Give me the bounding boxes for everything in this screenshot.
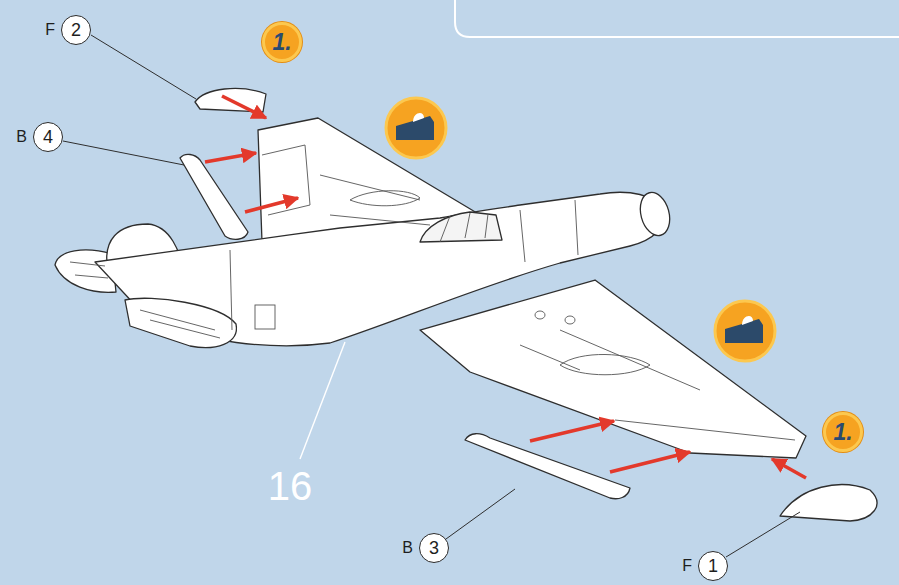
glue-icon: [742, 316, 753, 325]
assembly-arrows: [205, 153, 256, 162]
panel-outline: [455, 0, 899, 37]
panel-lines: [230, 200, 578, 330]
leader-lines: [63, 35, 800, 557]
callout-number: B3: [419, 533, 449, 563]
panel-lines: [255, 305, 275, 329]
panel-lines: [320, 175, 430, 225]
assembly-arrows: [222, 96, 266, 118]
panel-lines: [560, 354, 650, 374]
callout-number: B4: [33, 122, 63, 152]
sprue-letter: B: [402, 540, 413, 556]
glue-icon: [386, 98, 446, 158]
assembly-arrows: [245, 198, 298, 212]
aircraft: [55, 118, 806, 458]
loose-parts: [465, 434, 630, 499]
aircraft: [636, 189, 674, 239]
assembly-arrows: [610, 452, 690, 472]
loose-parts: [180, 154, 248, 239]
step-number: 1.: [272, 31, 291, 54]
assembly-arrows: [205, 96, 806, 478]
glue-icon: [413, 113, 424, 122]
callout-number: F2: [61, 15, 91, 45]
step-badge: 1.: [823, 412, 863, 452]
aircraft: [420, 280, 806, 458]
loose-parts: [180, 88, 877, 521]
aircraft: [420, 212, 502, 242]
part-number: 4: [43, 128, 53, 146]
leader-lines: [91, 35, 196, 99]
callout-number: F1: [698, 551, 728, 581]
leader-lines: [63, 141, 184, 165]
step-number: 1.: [833, 421, 852, 444]
panel-lines: [565, 316, 575, 324]
assembly-arrows: [530, 421, 614, 441]
part-number: 2: [71, 21, 81, 39]
panel-lines: [535, 311, 545, 319]
part-number: 1: [708, 557, 718, 575]
panel-lines: [70, 262, 220, 338]
aircraft: [125, 298, 236, 347]
glue-icon: [386, 98, 446, 158]
step-badge: 1.: [262, 22, 302, 62]
leader-lines: [446, 489, 515, 539]
assembly-arrows: [772, 459, 806, 478]
panel-lines: [70, 145, 795, 440]
part-callout: 16: [268, 466, 313, 506]
glue-icon: [715, 301, 775, 361]
panel-lines: [350, 191, 420, 206]
glue-icon: [715, 301, 775, 361]
leader-line: [300, 342, 345, 459]
panel-lines: [440, 213, 488, 242]
part-number: 3: [429, 539, 439, 557]
leader-lines: [726, 512, 800, 557]
sprue-letter: F: [45, 22, 55, 38]
sprue-letter: F: [682, 558, 692, 574]
sprue-letter: B: [16, 129, 27, 145]
